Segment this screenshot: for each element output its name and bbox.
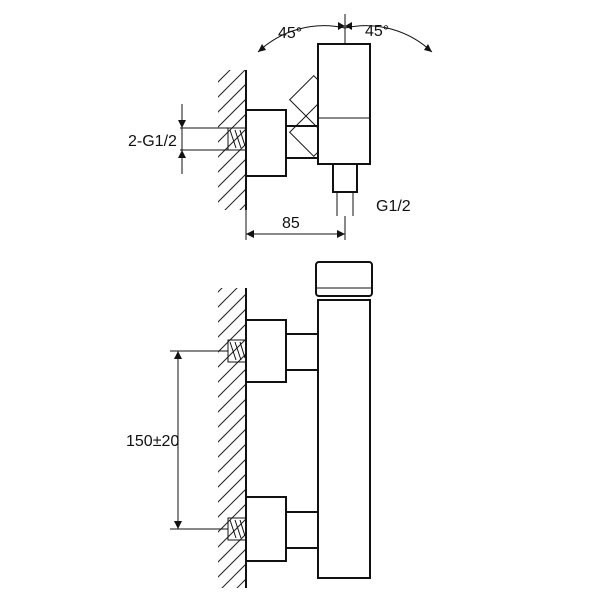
- lower-inlet: [227, 496, 319, 562]
- outlet-stub-top: [332, 163, 358, 193]
- top-view: 45° 45° 2-G1/2 G1/2 85: [128, 14, 433, 240]
- front-view: 150±20: [126, 261, 373, 588]
- wall-hatch-bottom: [218, 288, 246, 588]
- depth-label: 85: [282, 215, 300, 232]
- depth-dimension: [245, 210, 346, 240]
- eccentric-fitting-top: [245, 109, 287, 177]
- inlet-thread-label: 2-G1/2: [128, 133, 177, 150]
- center-distance-dimension: [170, 350, 228, 530]
- handle-top: [317, 43, 371, 165]
- center-distance-label: 150±20: [126, 433, 179, 450]
- inlet-thread-dimension: [178, 104, 228, 174]
- upper-inlet: [227, 319, 319, 383]
- handle-cap: [315, 261, 373, 297]
- angle-dimension: [257, 14, 433, 53]
- angle-left-label: 45°: [278, 25, 302, 42]
- valve-body: [317, 299, 371, 579]
- outlet-thread-label: G1/2: [376, 198, 411, 215]
- angle-right-label: 45°: [365, 23, 389, 40]
